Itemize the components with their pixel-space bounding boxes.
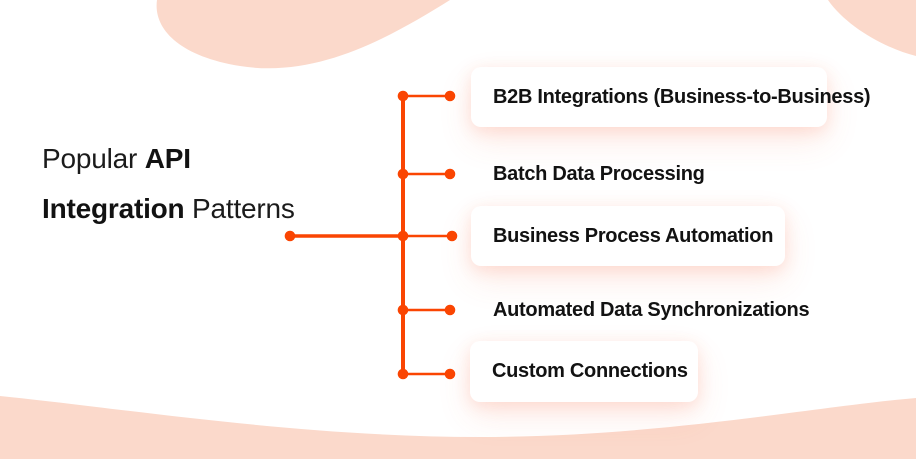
branch-dot — [444, 304, 456, 316]
pattern-row-batch-data-processing: Batch Data Processing — [493, 159, 705, 189]
pattern-label: Business Process Automation — [493, 224, 774, 247]
branch-dot — [444, 168, 456, 180]
pattern-card-b2b-integrations: B2B Integrations (Business-to-Business) — [471, 67, 871, 127]
title-bold-1: API — [144, 143, 191, 174]
junction-dot — [397, 368, 409, 380]
blob-top-right — [828, 0, 916, 56]
branch-dot — [444, 90, 456, 102]
junction-dot — [397, 230, 409, 242]
blob-top-left — [156, 0, 450, 69]
pattern-label: Custom Connections — [492, 360, 688, 382]
junction-dot — [397, 90, 409, 102]
pattern-label: B2B Integrations (Business-to-Business) — [493, 85, 871, 108]
title-line-2: Integration Patterns — [42, 184, 295, 234]
page-title: Popular API Integration Patterns — [42, 134, 295, 234]
branch-dot — [446, 230, 458, 242]
pattern-card-business-process-automation: Business Process Automation — [471, 206, 785, 266]
title-regular-2: Patterns — [184, 193, 295, 224]
pattern-row-automated-data-synchronizations: Automated Data Synchronizations — [493, 295, 810, 325]
title-bold-2: Integration — [42, 193, 185, 224]
title-line-1: Popular API — [42, 134, 295, 184]
junction-dot — [397, 168, 409, 180]
pattern-card-custom-connections: Custom Connections — [470, 341, 698, 402]
pattern-label: Batch Data Processing — [493, 162, 705, 185]
pattern-label: Automated Data Synchronizations — [493, 298, 810, 321]
junction-dot — [397, 304, 409, 316]
wave-bottom — [0, 396, 916, 459]
branch-dot — [444, 368, 456, 380]
title-regular-1: Popular — [42, 143, 145, 174]
